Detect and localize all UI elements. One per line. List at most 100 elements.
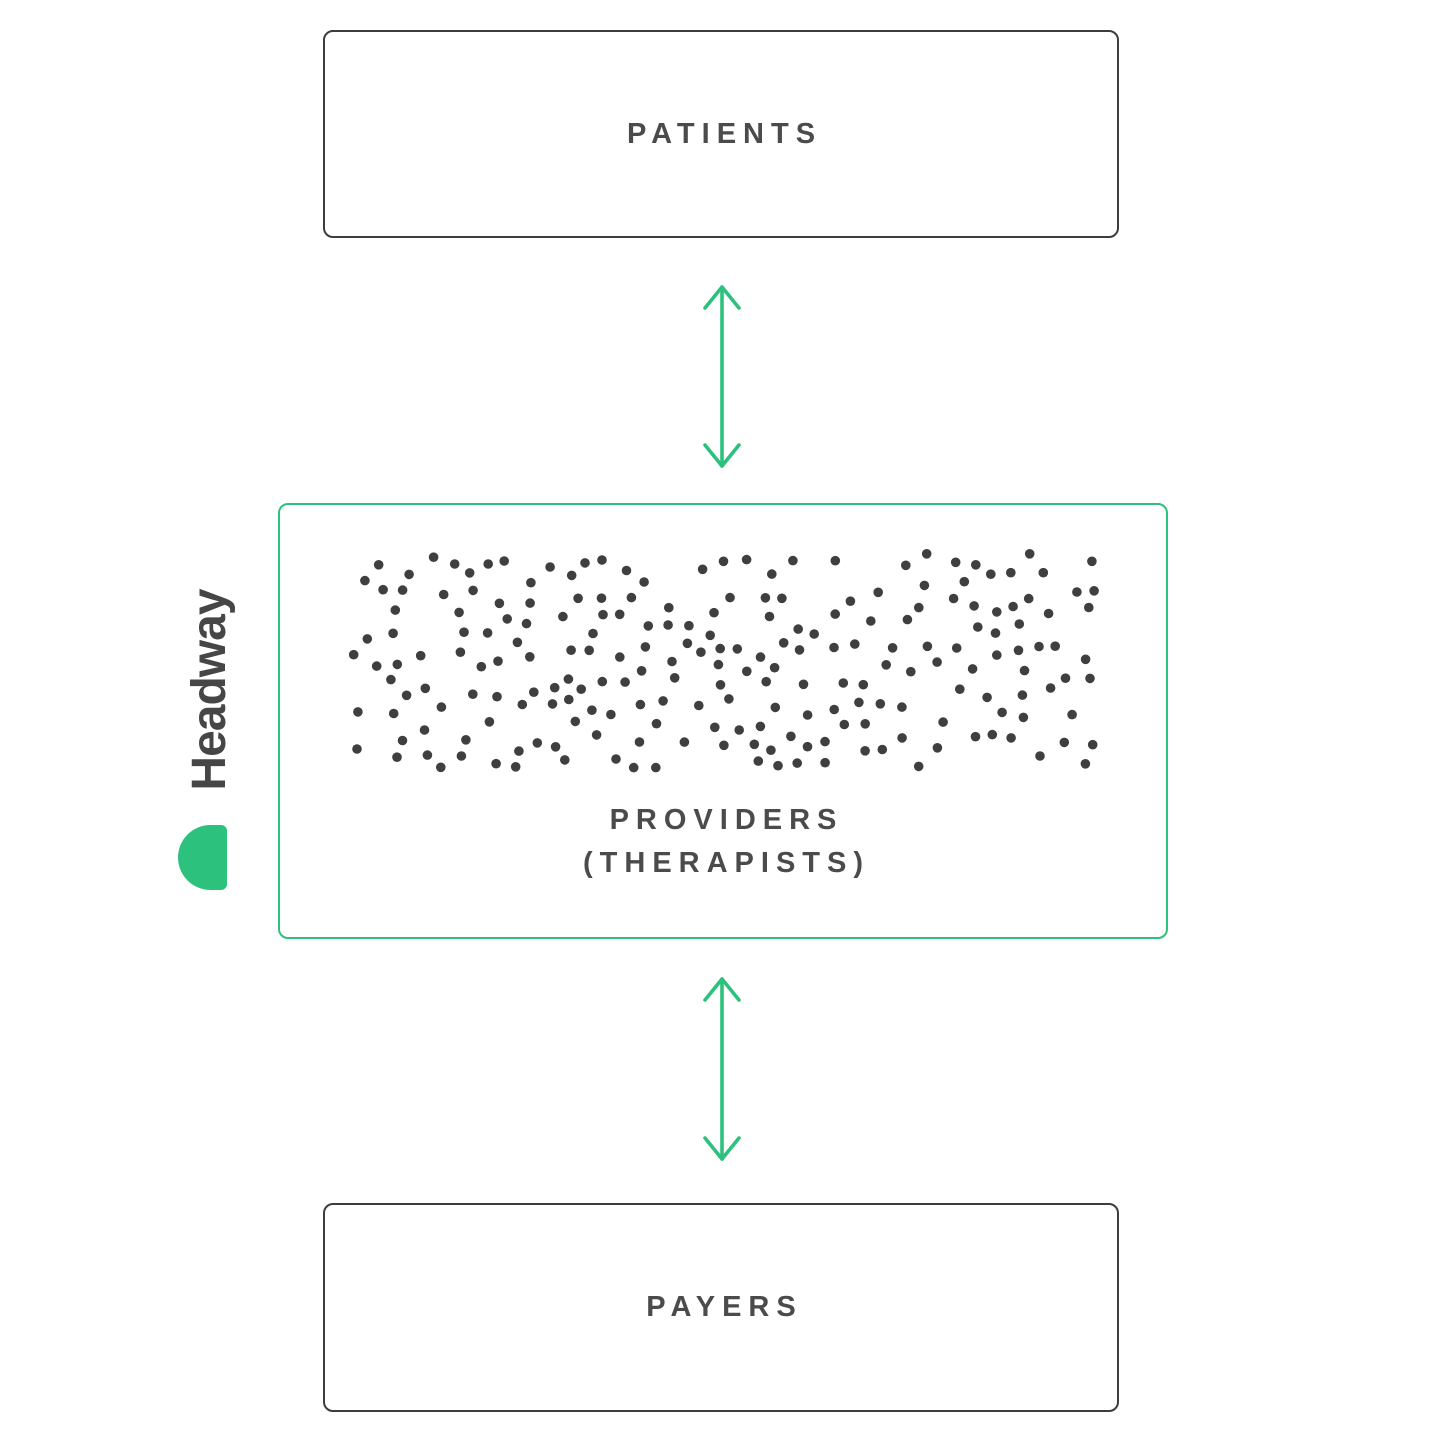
provider-dot [573,593,583,604]
provider-dot [566,645,576,655]
provider-dot [521,618,532,629]
provider-dot [715,680,726,690]
provider-dot [718,556,729,567]
provider-dot [897,733,907,743]
payers-box: PAYERS [323,1203,1119,1412]
provider-dot [1045,683,1056,693]
provider-dot [547,699,558,709]
provider-dot [778,638,789,648]
provider-dot [415,650,426,661]
provider-dot [694,700,704,711]
provider-dot [667,656,677,667]
provider-dot [1017,690,1028,700]
provider-dot [713,659,724,670]
provider-dot [992,650,1002,660]
provider-dot [845,596,856,606]
provider-dot [913,761,924,772]
patients-box: PATIENTS [323,30,1119,238]
provider-dot [798,679,809,690]
provider-dot [860,719,870,729]
provider-dot [1059,737,1070,748]
provider-dot [484,717,495,727]
provider-dot [560,755,570,765]
provider-dot [850,639,860,649]
provider-dot [881,660,891,670]
provider-dot [921,549,932,559]
provider-dot [1060,673,1071,683]
provider-dot [468,689,478,699]
provider-dot [621,565,632,576]
provider-dot [397,735,408,746]
provider-dot [606,709,616,720]
provider-dot [970,731,981,742]
provider-dot [563,674,574,684]
provider-dot [830,609,840,619]
provider-dot [371,661,382,671]
provider-dot [596,593,607,603]
provider-dot [967,664,978,674]
provider-dot [525,652,535,662]
provider-dot [580,558,590,568]
provider-dot [1035,751,1045,761]
provider-dot [564,694,574,705]
provider-dot [373,560,384,570]
providers-label: PROVIDERS (THERAPISTS) [280,799,1166,885]
provider-dot [598,609,608,620]
provider-dot [510,762,521,772]
provider-dot [1067,709,1077,720]
provider-dot [767,569,777,579]
provider-dot [854,697,864,708]
provider-dot [897,702,907,712]
provider-dot [788,555,798,566]
provider-dot [1085,673,1095,684]
provider-dot [971,560,981,570]
provider-dot [902,614,913,625]
provider-dot [614,609,625,620]
provider-dot [1014,619,1025,629]
provider-dot [468,585,478,596]
provider-dot [1019,665,1030,676]
provider-dot [959,576,970,587]
provider-dot [476,661,487,672]
provider-dot [492,691,502,702]
providers-label-line1: PROVIDERS [609,804,844,836]
provider-dot [1034,641,1044,652]
provider-dot [517,699,528,710]
provider-dot [710,722,720,733]
headway-logo-mark [178,825,227,890]
payers-label: PAYERS [646,1291,803,1323]
provider-dot [549,682,560,693]
provider-dot [392,659,403,670]
provider-dot [438,589,449,600]
provider-dot [922,641,933,652]
provider-dot [809,629,819,639]
provider-dot [860,746,870,756]
provider-dot [773,760,783,771]
provider-dot [950,557,961,568]
provider-dot [732,644,743,654]
provider-dot [584,645,594,656]
providers-box: PROVIDERS (THERAPISTS) [278,503,1168,939]
provider-dot [1008,601,1018,612]
provider-dot [990,628,1001,638]
provider-dot [973,622,983,632]
provider-dot [777,593,787,604]
provider-dot [491,758,501,769]
provider-dot [455,647,466,657]
provider-dot [1087,739,1098,750]
provider-dot [502,614,512,624]
provider-dot [576,684,586,694]
provider-dot [1089,586,1099,596]
provider-dot [829,642,839,653]
provider-dot [428,552,439,562]
provider-dot [550,742,561,752]
provider-dot [362,634,373,644]
provider-dot [404,569,414,580]
provider-dot [558,611,568,622]
provider-dot [360,575,370,586]
provider-dot [1072,587,1082,597]
provider-dot [663,620,673,630]
provider-dot [948,593,959,604]
provider-dot [639,577,649,587]
provider-dot [932,743,943,753]
